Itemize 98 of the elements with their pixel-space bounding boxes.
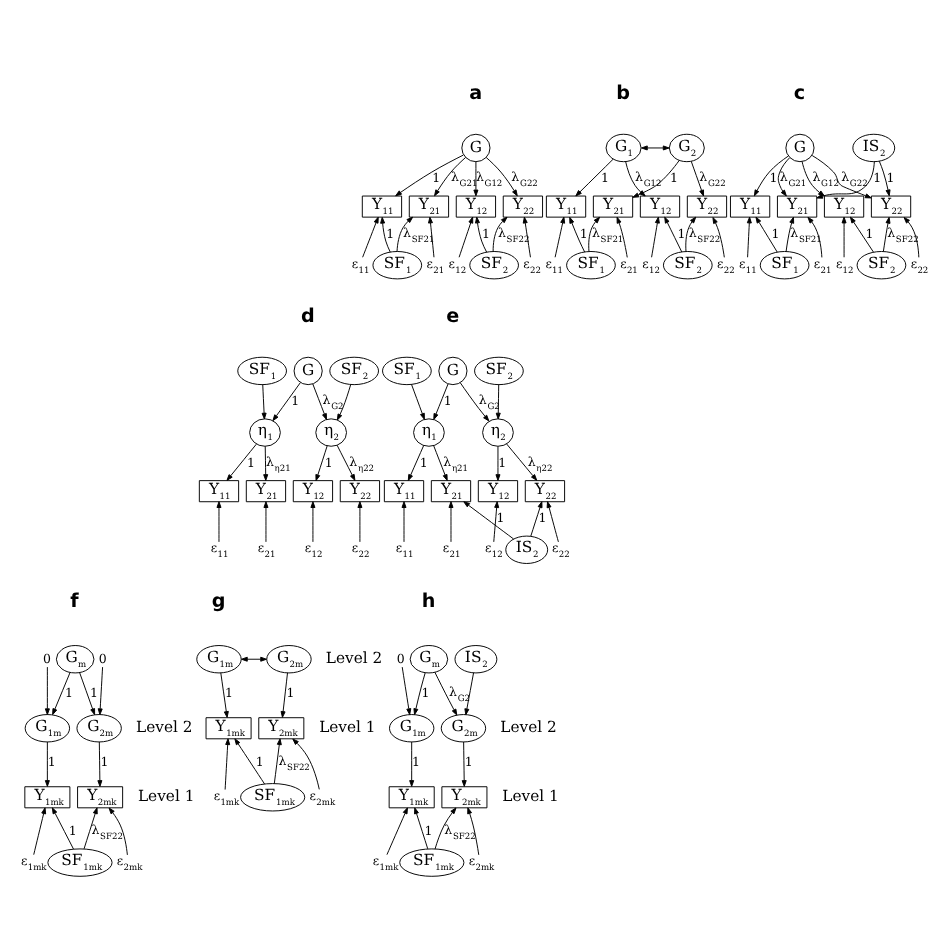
arrow xyxy=(801,159,825,196)
arrow xyxy=(712,216,725,257)
arrow xyxy=(746,215,752,257)
arrow xyxy=(530,500,543,536)
arrow xyxy=(52,671,71,715)
arrow xyxy=(362,215,379,257)
arrow xyxy=(458,215,474,257)
arrow xyxy=(315,444,328,481)
arrow xyxy=(386,806,408,855)
arrow xyxy=(569,215,586,252)
arrow xyxy=(401,500,407,542)
arrow xyxy=(685,215,697,252)
arrow xyxy=(841,215,847,257)
arrow xyxy=(777,156,791,196)
arrow xyxy=(690,159,704,196)
arrow xyxy=(357,500,363,542)
arrow xyxy=(464,671,475,715)
arrow xyxy=(475,215,488,252)
arrow xyxy=(522,215,531,257)
label: a xyxy=(469,81,483,104)
arrow xyxy=(414,806,429,849)
arrow xyxy=(495,444,501,480)
arrow xyxy=(396,215,414,252)
arrow xyxy=(310,500,316,542)
arrow xyxy=(485,155,518,196)
arrow xyxy=(493,500,500,542)
label: f xyxy=(70,589,79,612)
arrow xyxy=(272,381,301,421)
arrow xyxy=(459,381,490,421)
arrow xyxy=(849,215,874,252)
arrow xyxy=(434,670,458,715)
arrow xyxy=(292,737,320,789)
arrow xyxy=(33,806,47,855)
arrow xyxy=(44,740,50,786)
arrow xyxy=(463,500,515,539)
arrow xyxy=(220,671,229,717)
arrow xyxy=(380,215,391,252)
arrow xyxy=(434,155,467,196)
arrow xyxy=(79,671,96,715)
arrow xyxy=(97,740,103,786)
arrow xyxy=(448,500,454,542)
arrow xyxy=(407,444,425,480)
arrow xyxy=(473,160,479,196)
arrow xyxy=(226,442,257,480)
arrow xyxy=(263,444,269,480)
arrow xyxy=(216,500,222,542)
arrow xyxy=(234,737,266,784)
arrow xyxy=(554,215,566,257)
arrow xyxy=(461,740,467,786)
arrow xyxy=(492,215,508,251)
label: b xyxy=(616,81,631,104)
arrow xyxy=(664,215,683,252)
arrow xyxy=(616,215,628,257)
label: g xyxy=(211,589,226,612)
arrow xyxy=(83,806,98,849)
arrow xyxy=(263,500,269,542)
arrow xyxy=(395,153,464,196)
arrow xyxy=(882,215,891,251)
arrow xyxy=(625,160,646,196)
arrow xyxy=(495,383,501,419)
arrow xyxy=(785,215,795,252)
arrow xyxy=(413,671,426,715)
arrow xyxy=(97,665,104,715)
arrow xyxy=(273,737,282,783)
arrow xyxy=(433,444,448,480)
arrow xyxy=(467,806,480,855)
arrow xyxy=(632,158,680,197)
arrow xyxy=(588,215,601,251)
arrow xyxy=(312,382,327,419)
arrow xyxy=(903,216,920,257)
arrow xyxy=(878,159,891,196)
arrow xyxy=(280,671,288,717)
arrow xyxy=(651,215,660,257)
arrow xyxy=(261,383,267,419)
arrow xyxy=(108,806,128,855)
label: e xyxy=(446,304,460,327)
arrow xyxy=(409,740,415,786)
arrow xyxy=(410,382,425,419)
label: h xyxy=(421,589,436,612)
arrow xyxy=(434,806,457,849)
arrow xyxy=(641,144,670,150)
arrow xyxy=(241,655,267,661)
label: d xyxy=(300,304,315,327)
arrow xyxy=(755,215,778,252)
arrow xyxy=(401,665,412,715)
arrow xyxy=(428,215,435,257)
arrow xyxy=(807,215,823,257)
arrow xyxy=(753,154,789,196)
label: c xyxy=(793,81,806,104)
arrow xyxy=(44,665,50,715)
arrow xyxy=(336,383,352,420)
arrow xyxy=(433,382,449,419)
arrow xyxy=(51,806,75,849)
arrow xyxy=(336,443,356,480)
arrow xyxy=(575,157,614,196)
arrow xyxy=(506,442,538,480)
arrow xyxy=(546,500,559,542)
arrow xyxy=(224,737,231,790)
